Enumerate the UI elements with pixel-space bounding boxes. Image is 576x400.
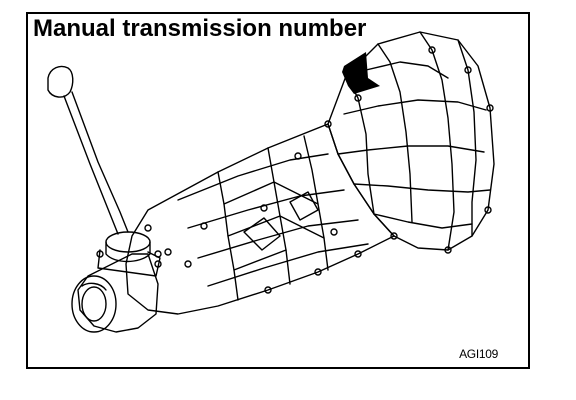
diagram-frame: Manual transmission number: [26, 12, 530, 369]
extension-housing: [71, 253, 159, 333]
clutch-housing: [327, 31, 495, 254]
location-arrow: [342, 52, 380, 94]
diagram-title: Manual transmission number: [33, 15, 367, 42]
transmission-illustration: [47, 31, 495, 333]
figure-id: AGI109: [459, 347, 498, 361]
transmission-case: [125, 120, 395, 315]
shift-lever: [47, 65, 208, 277]
